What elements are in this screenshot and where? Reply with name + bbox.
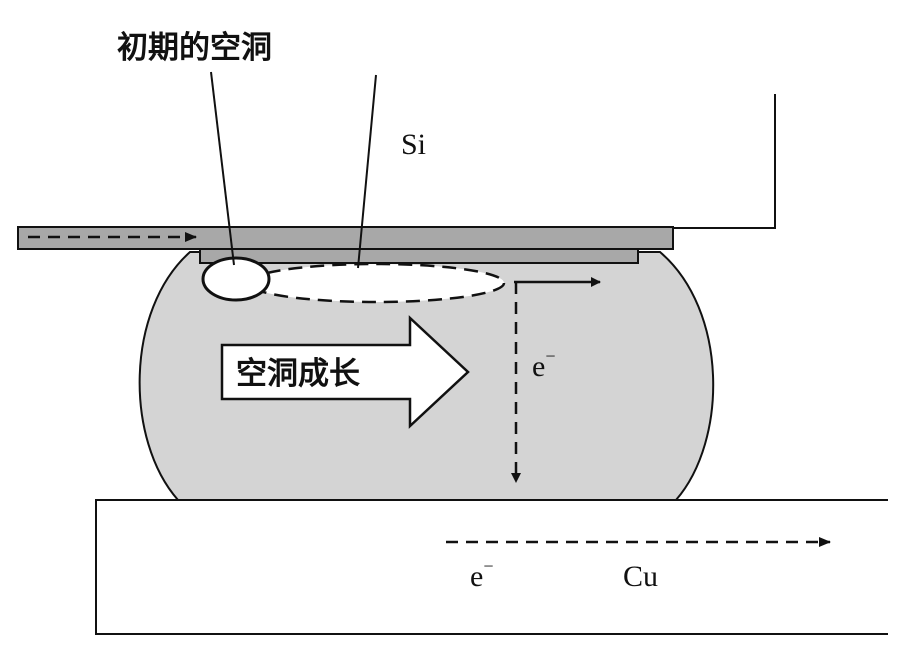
- copper-electron-charge: −: [483, 556, 493, 576]
- silicon-chip: [160, 94, 776, 229]
- grown-void-dashed: [246, 262, 506, 304]
- leader-line-grown-void: [357, 74, 377, 269]
- silicon-label: Si: [401, 128, 426, 161]
- void-growth-arrow: [220, 315, 470, 429]
- void-growth-label: 空洞成长: [236, 356, 360, 392]
- initial-void-label: 初期的空洞: [117, 30, 272, 66]
- vertical-electron-charge: −: [545, 346, 555, 366]
- vertical-electron-symbol: e: [532, 350, 545, 383]
- copper-electron-symbol: e: [470, 560, 483, 593]
- leader-line-initial-void: [210, 71, 235, 266]
- initial-void: [201, 256, 271, 302]
- vertical-electron-label: e−: [532, 346, 555, 383]
- copper-label: Cu: [623, 560, 658, 593]
- copper-electron-label: e−: [470, 556, 493, 593]
- under-bump-pad: [199, 248, 639, 264]
- copper-substrate: [95, 499, 888, 635]
